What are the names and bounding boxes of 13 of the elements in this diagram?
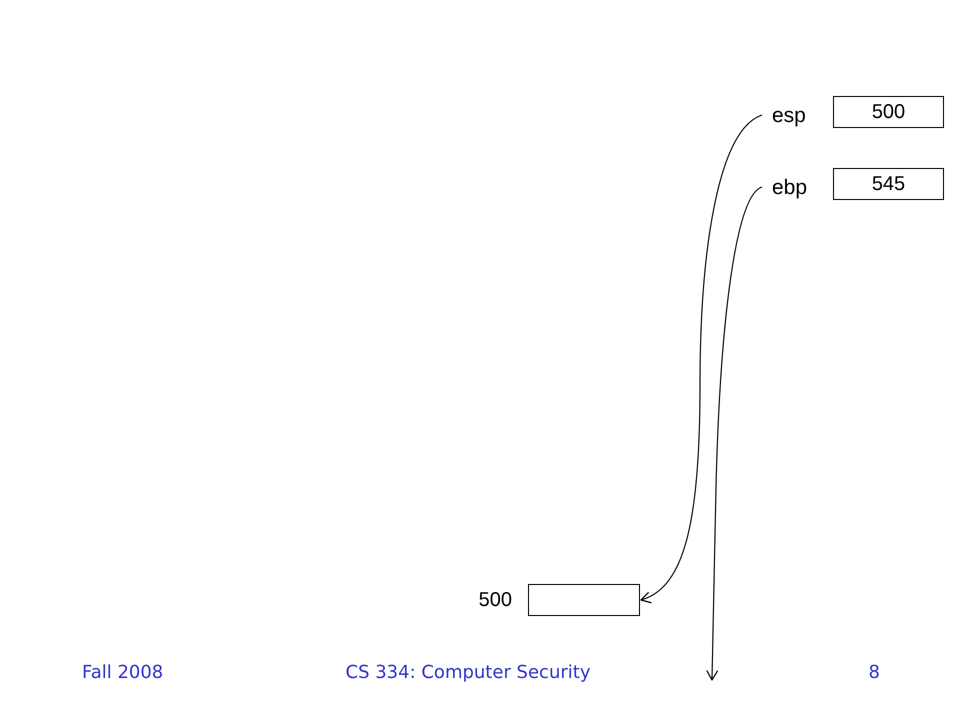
- memory-cell: [528, 584, 640, 616]
- footer-title: CS 334: Computer Security: [344, 661, 592, 685]
- value-text: 545: [872, 174, 906, 194]
- register-label: ebp: [762, 173, 814, 201]
- page-number: 8: [868, 661, 880, 685]
- value-box: [833, 168, 944, 200]
- address-label: 500: [478, 588, 512, 613]
- value-text: 500: [872, 102, 906, 122]
- curved-arrow: [706, 186, 762, 681]
- curved-arrow: [640, 114, 762, 602]
- footer-date: Fall 2008: [82, 661, 164, 685]
- value-box: [833, 96, 944, 128]
- register-label: esp: [762, 101, 814, 129]
